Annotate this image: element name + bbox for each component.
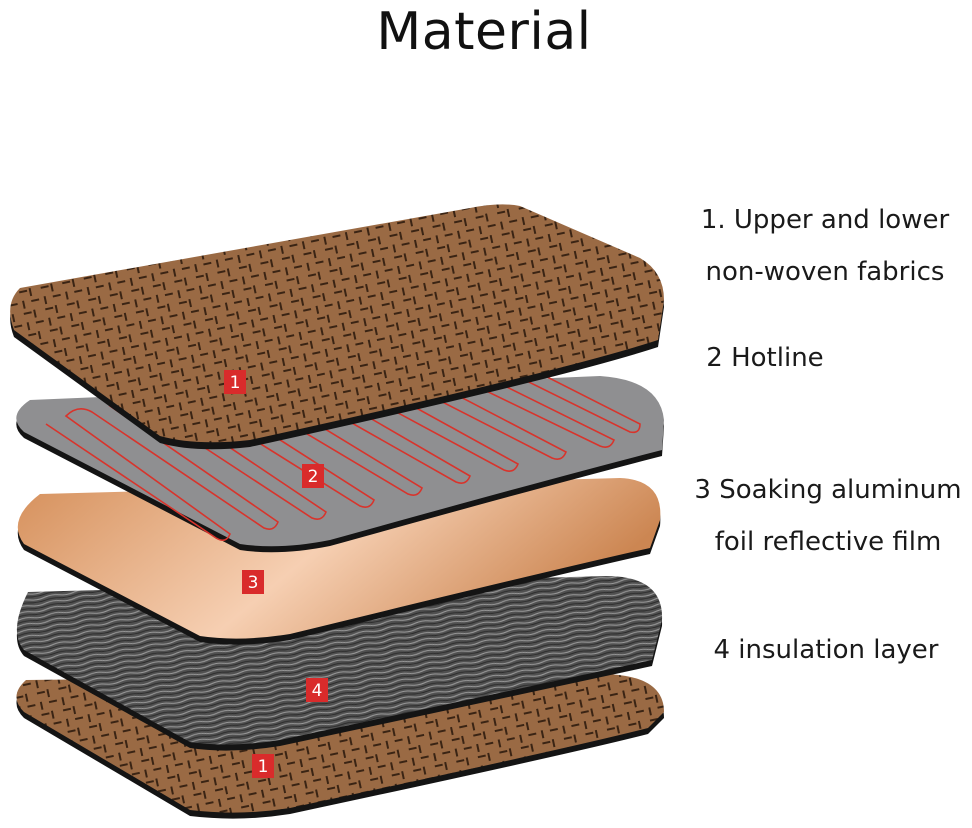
page-title: Material [376,2,592,62]
label-fabrics-line-1: 1. Upper and lower [700,205,950,235]
badge-top-fabric [224,370,246,394]
top-fabric-layer: 1 [10,204,664,450]
label-insulation: 4 insulation layer [696,624,956,676]
badge-hotline-text: 2 [308,467,319,487]
badge-foil [242,570,264,594]
badge-insulation [306,678,328,702]
badge-foil-text: 3 [248,573,259,593]
label-foil: 3 Soaking aluminum foil reflective film [684,464,972,568]
badge-top-fabric-text: 1 [230,373,241,393]
label-hotline-line-1: 2 Hotline [706,343,824,373]
label-hotline: 2 Hotline [690,332,840,384]
foil-layer: 3 [17,478,661,645]
label-fabrics: 1. Upper and lower non-woven fabrics [680,194,970,298]
label-fabrics-line-2: non-woven fabrics [705,257,945,287]
label-insulation-line-1: 4 insulation layer [713,635,939,665]
label-foil-line-2: foil reflective film [714,527,942,557]
badge-bottom-fabric-text: 1 [258,757,269,777]
badge-bottom-fabric [252,754,274,778]
badge-insulation-text: 4 [312,681,323,701]
label-foil-line-1: 3 Soaking aluminum [694,475,962,505]
badge-hotline [302,464,324,488]
